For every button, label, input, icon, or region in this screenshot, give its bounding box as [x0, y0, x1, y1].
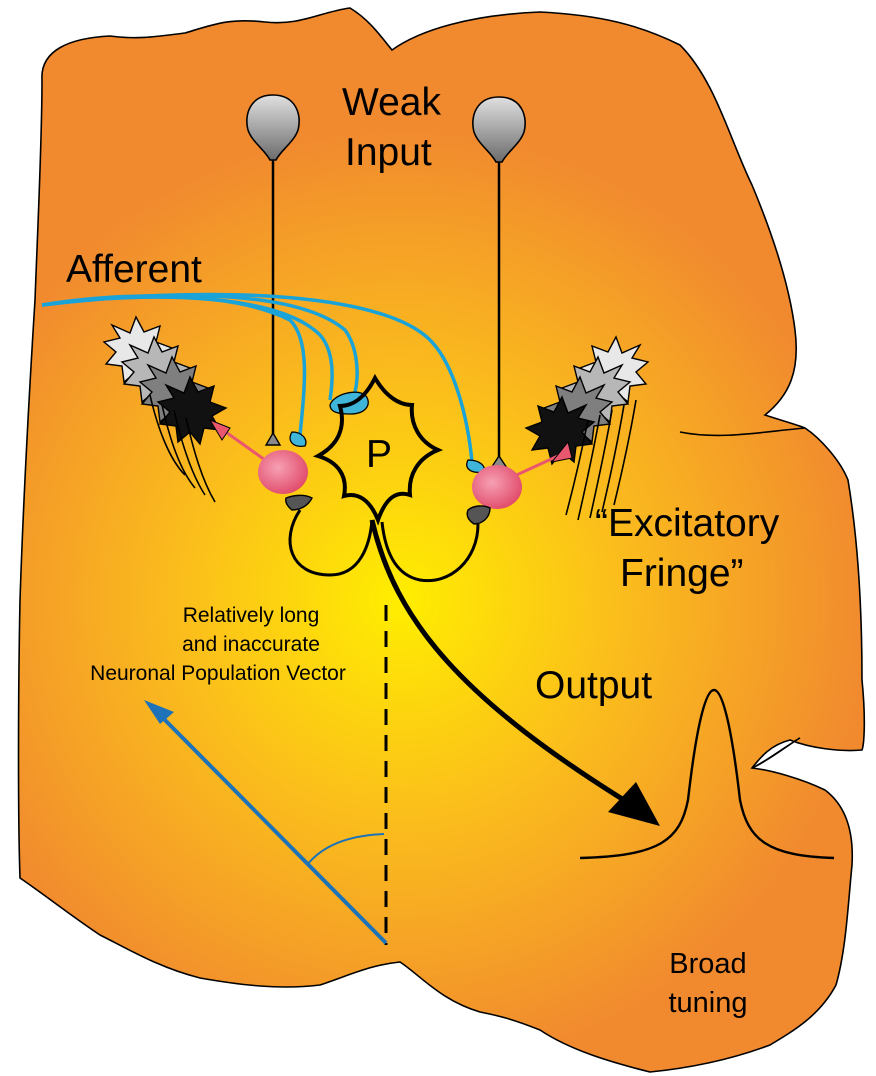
excitatory-fringe-label-line2: Fringe” — [620, 552, 744, 595]
afferent-label: Afferent — [66, 248, 202, 291]
excitatory-fringe-label-line1: “Excitatory — [595, 502, 780, 545]
vector-label-line3: Neuronal Population Vector — [90, 662, 346, 685]
p-cell-label: P — [366, 433, 392, 476]
vector-label-line2: and inaccurate — [182, 633, 320, 656]
interneuron-icon — [258, 450, 308, 494]
weak-input-label-line2: Input — [345, 131, 432, 174]
output-label: Output — [535, 664, 652, 707]
weak-input-label-line1: Weak — [342, 81, 441, 124]
interneuron-icon — [472, 465, 522, 509]
broad-tuning-label-line1: Broad — [669, 948, 746, 980]
vector-label-line1: Relatively long — [183, 604, 320, 627]
broad-tuning-label-line2: tuning — [668, 987, 747, 1019]
